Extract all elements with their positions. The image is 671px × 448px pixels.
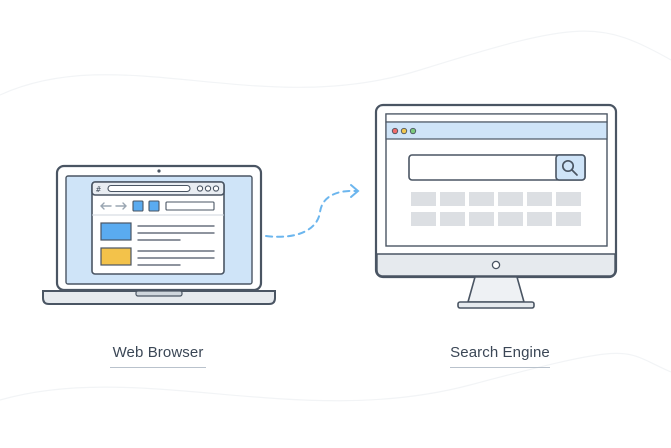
window-dot-green	[409, 127, 417, 135]
content-image-blue	[100, 222, 132, 241]
window-dot-2	[204, 185, 212, 192]
web-browser-underline	[110, 367, 206, 368]
monitor-browser-tab-bar	[385, 121, 608, 140]
background-swirls	[0, 30, 671, 402]
toolbar-button-2	[148, 200, 160, 212]
forward-arrow-icon	[115, 202, 127, 210]
result-tiles	[411, 192, 581, 226]
back-arrow-icon	[100, 202, 112, 210]
laptop-notch	[135, 290, 183, 297]
content-image-yellow	[100, 247, 132, 266]
monitor-browser-title-bar	[385, 113, 608, 123]
dashed-arrow-icon	[265, 184, 360, 238]
window-dot-1	[196, 185, 204, 192]
content-text-lines	[137, 225, 215, 266]
toolbar-field	[165, 201, 215, 211]
window-dot-3	[212, 185, 220, 192]
search-button	[555, 154, 586, 181]
browser-address-bar	[107, 184, 191, 193]
search-icon	[561, 159, 578, 176]
search-engine-label-text: Search Engine	[450, 344, 550, 361]
hash-icon: #	[96, 185, 101, 194]
monitor-stand-neck	[466, 276, 526, 303]
search-engine-underline	[450, 367, 550, 368]
web-browser-label: Web Browser	[104, 344, 212, 368]
window-dot-yellow	[400, 127, 408, 135]
window-dot-red	[391, 127, 399, 135]
laptop-base	[42, 290, 276, 305]
toolbar-button-1	[132, 200, 144, 212]
browser-window: #	[91, 181, 225, 275]
laptop-camera	[157, 169, 161, 173]
monitor-power-button	[491, 260, 501, 270]
desktop-monitor-icon	[374, 103, 618, 309]
monitor-stand-base	[457, 301, 535, 309]
web-browser-label-text: Web Browser	[112, 344, 204, 361]
search-engine-label: Search Engine	[444, 344, 556, 368]
laptop-icon: #	[42, 164, 276, 305]
